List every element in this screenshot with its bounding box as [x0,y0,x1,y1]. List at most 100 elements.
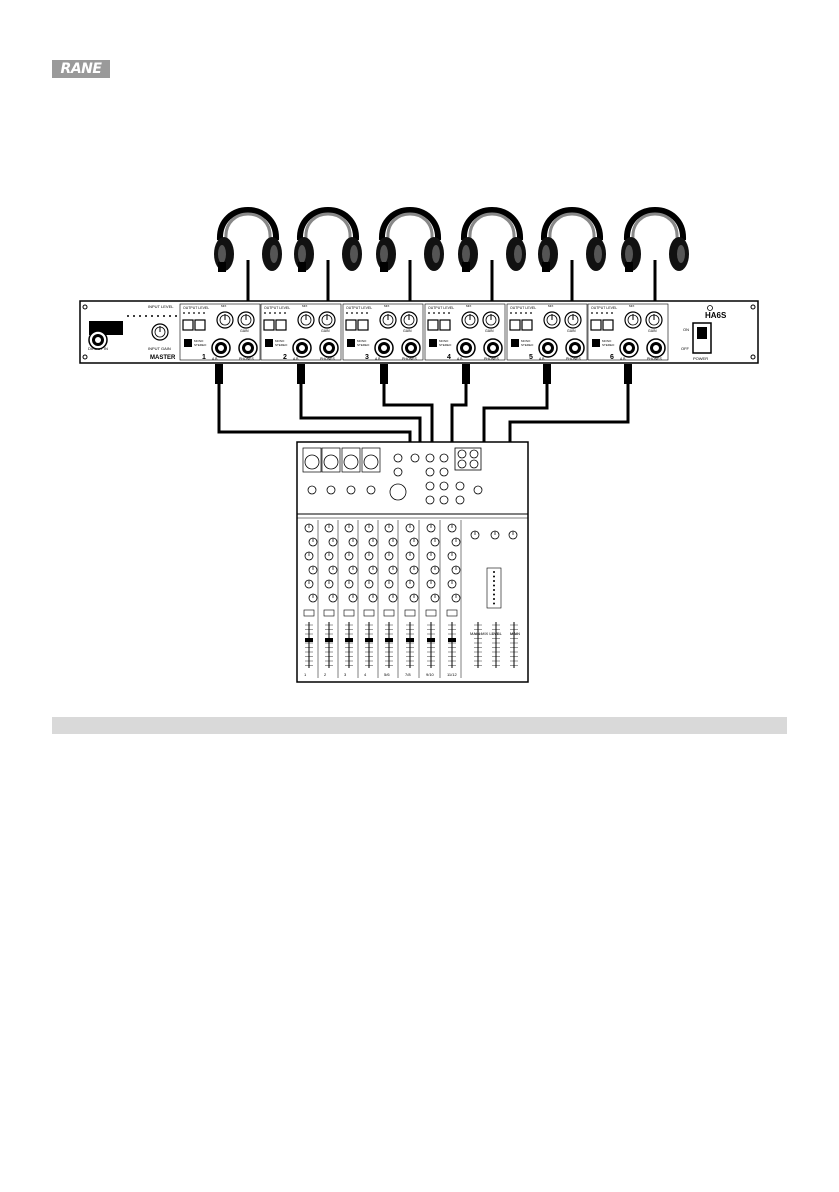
led [443,312,445,314]
mono-label: MONO [439,339,449,343]
channel-frame [506,303,588,361]
fader-cap [325,638,333,642]
stereo-label: STEREO [439,343,452,347]
mixer-channel-label: 1 [304,672,307,677]
led [203,312,205,314]
mixer-channel-strip: 11/12 [446,520,462,678]
led [606,312,608,314]
mixer-channel-strip: 9/10 [425,520,441,678]
eq-knob [409,537,419,547]
main-mix-label: MAIN MIX LEVEL [470,631,503,636]
gain-label: GAIN [240,329,249,333]
led [193,312,195,314]
rca-jack [469,449,479,459]
mixer-channel-label: 4 [364,672,367,677]
xlr-input [363,454,379,470]
mixer-channel-label: 11/12 [447,672,457,677]
cable-plug [380,364,388,384]
jack-socket [425,467,435,477]
mix-label: MIX [221,304,226,308]
mixer-channel-strip: 3 [343,520,359,678]
output-level-label: OUTPUT LEVEL [428,306,454,310]
mixer-channel-label: 7/8 [405,672,411,677]
mute-button [363,609,375,617]
eq-knob [430,537,440,547]
power-label: POWER [693,356,708,361]
main-knob [508,530,518,540]
select-button [590,319,602,331]
cable-plug [462,364,470,384]
aux-jack [374,338,394,358]
meter-led [493,580,495,582]
mono-label: MONO [275,339,285,343]
channel-frame [179,303,261,361]
led [361,312,363,314]
gain-knob [564,311,582,329]
mix-knob [216,311,234,329]
mute-button [303,609,315,617]
mixer-cable [450,365,468,452]
mute-button [425,609,437,617]
eq-knob [384,523,394,533]
channel-number: 1 [202,354,206,361]
eq-knob [430,593,440,603]
device-brand-text: RANE [92,324,121,335]
mixer-cables [215,364,632,452]
eq-knob [328,537,338,547]
phones-jack [646,338,666,358]
mono-button [184,339,192,347]
mono-label: MONO [357,339,367,343]
eq-knob [409,593,419,603]
rca-panel [454,447,482,471]
eq-knob [344,579,354,589]
channel-frame [424,303,506,361]
main-label: MAIN [510,631,520,636]
fader-cap [305,638,313,642]
line-input [307,485,317,495]
eq-knob [451,593,461,603]
led [127,315,129,317]
phones-label: PHONES [320,357,335,361]
input-gain-knob [151,323,169,341]
gain-label: GAIN [403,329,412,333]
channel-frame [260,303,342,361]
rca-jack [457,449,467,459]
eq-knob [308,593,318,603]
eq-knob [348,537,358,547]
eq-knob [405,579,415,589]
aux-jack [292,338,312,358]
eq-knob [304,523,314,533]
eq-knob [405,523,415,533]
mute-button [404,609,416,617]
select-button [602,319,614,331]
jack-socket [393,467,403,477]
meter-led [493,593,495,596]
led [279,312,281,314]
eq-knob [388,593,398,603]
mono-label: MONO [521,339,531,343]
channel-frame [587,303,669,361]
gain-knob [400,311,418,329]
master-label: MASTER [150,355,176,361]
fader-cap [385,638,393,642]
eq-knob [451,537,461,547]
jack-socket [425,481,435,491]
eq-knob [426,579,436,589]
led [366,312,368,314]
eq-knob [384,579,394,589]
eq-knob [364,551,374,561]
meter-led [493,589,495,591]
gain-label: GAIN [567,329,576,333]
select-button [357,319,369,331]
jack-socket [393,453,403,463]
aux-jack [619,338,639,358]
mono-label: MONO [194,339,204,343]
mono-button [592,339,600,347]
main-knob [490,530,500,540]
select-button [427,319,439,331]
phones-label: PHONES [566,357,581,361]
phones-label: PHONES [402,357,417,361]
